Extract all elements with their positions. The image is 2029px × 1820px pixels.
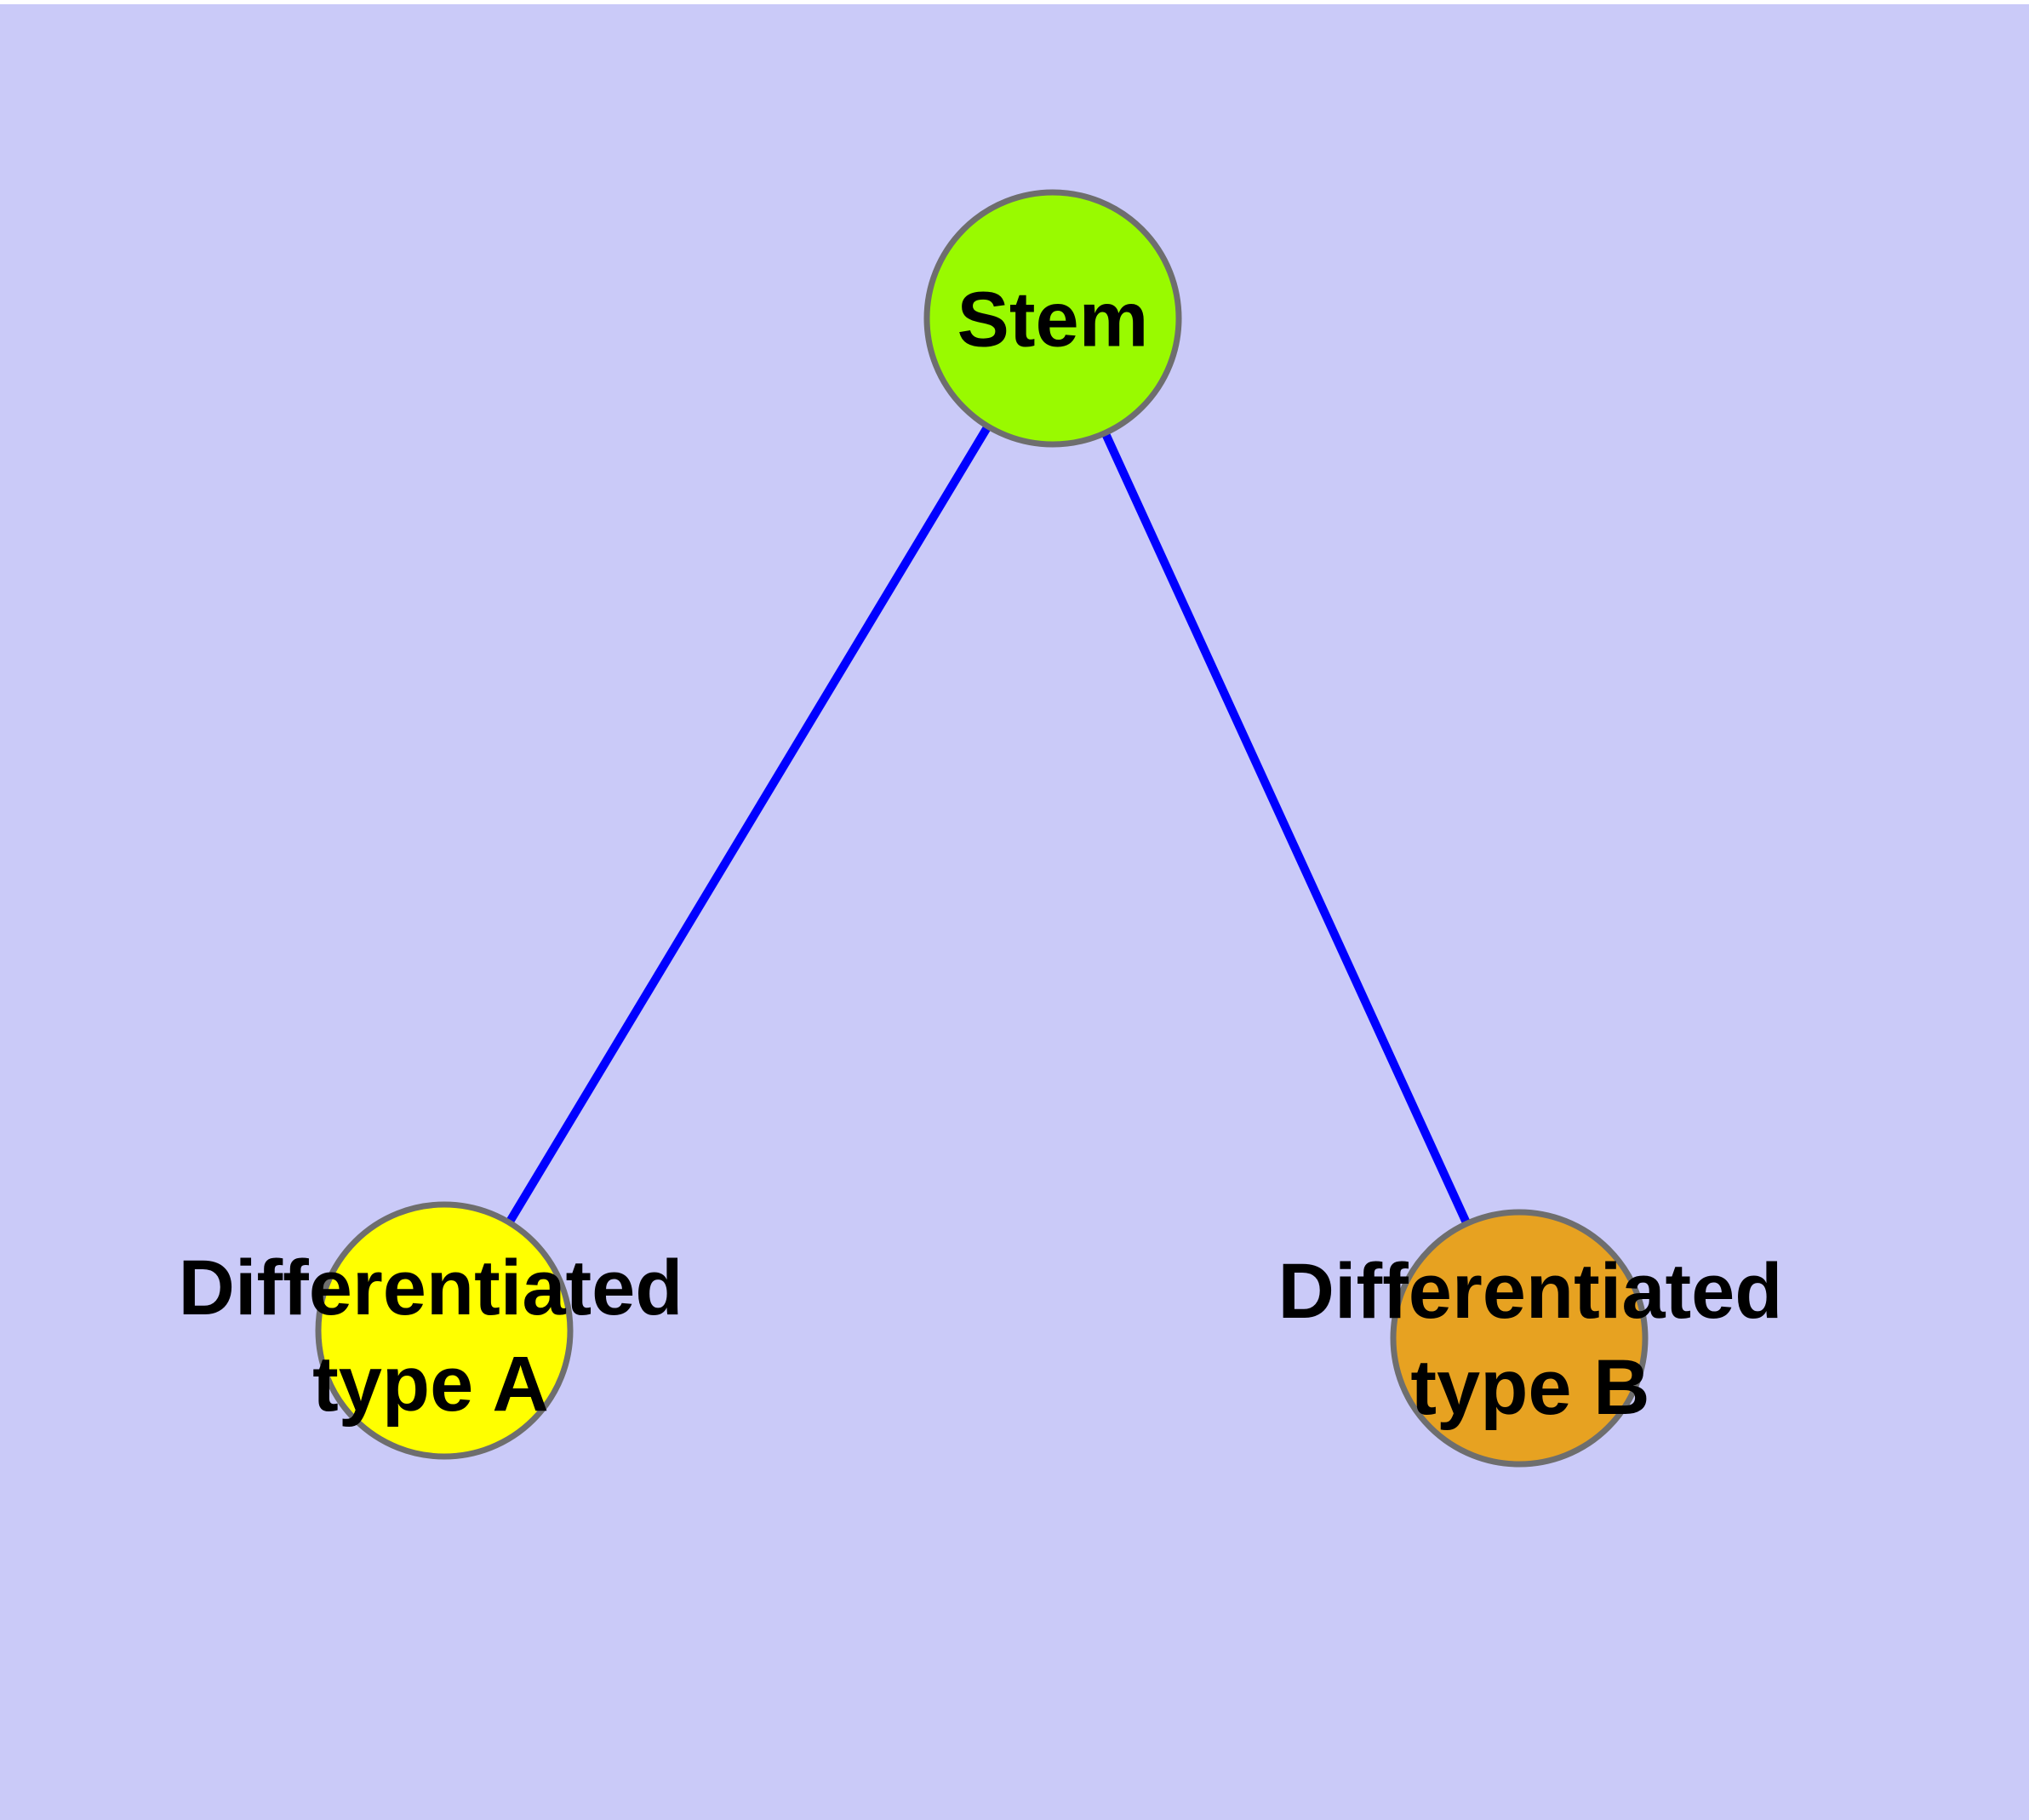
node-type-b-label-line2: type B — [1410, 1344, 1650, 1431]
edge-stem-to-type-b — [1049, 316, 1523, 1341]
node-type-b-circle — [1390, 1209, 1649, 1468]
node-type-a-label: Differentiated type A — [179, 1240, 683, 1433]
edge-stem-to-type-a — [440, 316, 1057, 1333]
node-type-b-label: Differentiated type B — [1278, 1244, 1783, 1436]
node-stem-label: Stem — [957, 276, 1149, 363]
node-type-a-label-line1: Differentiated — [178, 1245, 683, 1331]
node-stem-circle — [923, 189, 1182, 448]
top-white-strip — [0, 0, 2029, 4]
node-type-a-circle — [315, 1201, 574, 1460]
node-type-a-label-line2: type A — [312, 1341, 549, 1428]
node-type-b-label-line1: Differentiated — [1277, 1248, 1783, 1335]
